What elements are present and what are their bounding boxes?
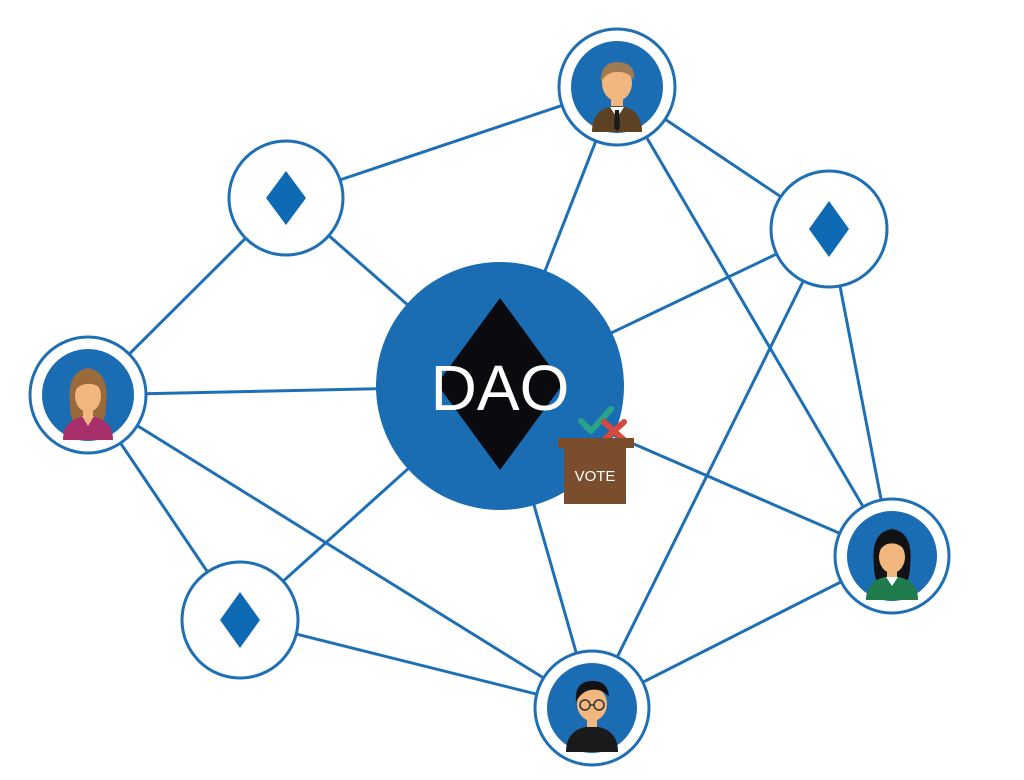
man-in-suit-avatar-icon [592,62,642,132]
man-with-glasses-avatar-icon [566,680,618,752]
ballot-label: VOTE [575,468,616,485]
member-node-top [557,27,677,147]
diamond-icon [220,592,260,648]
diamond-icon [809,201,849,257]
edge [87,393,593,710]
edge [239,618,593,710]
token-node-bottom-left [180,560,300,680]
check-icon [578,406,614,434]
member-node-left [28,335,148,455]
dao-hub: DAO [376,262,624,510]
ballot-box: VOTE [558,406,634,504]
member-node-bottom [533,649,651,767]
cross-icon [601,419,627,443]
ballot-box-lid [558,438,634,448]
edge [590,228,831,709]
token-node-top-left [227,139,345,257]
diamond-icon [266,171,306,225]
edge [615,86,894,557]
member-node-right [833,497,951,615]
token-node-right [769,169,889,289]
hub-diamond-icon [437,298,563,470]
woman-avatar-icon [63,368,113,440]
woman-avatar-icon [866,529,918,600]
hub-label: DAO [431,352,570,424]
ballot-box-body [564,446,626,504]
